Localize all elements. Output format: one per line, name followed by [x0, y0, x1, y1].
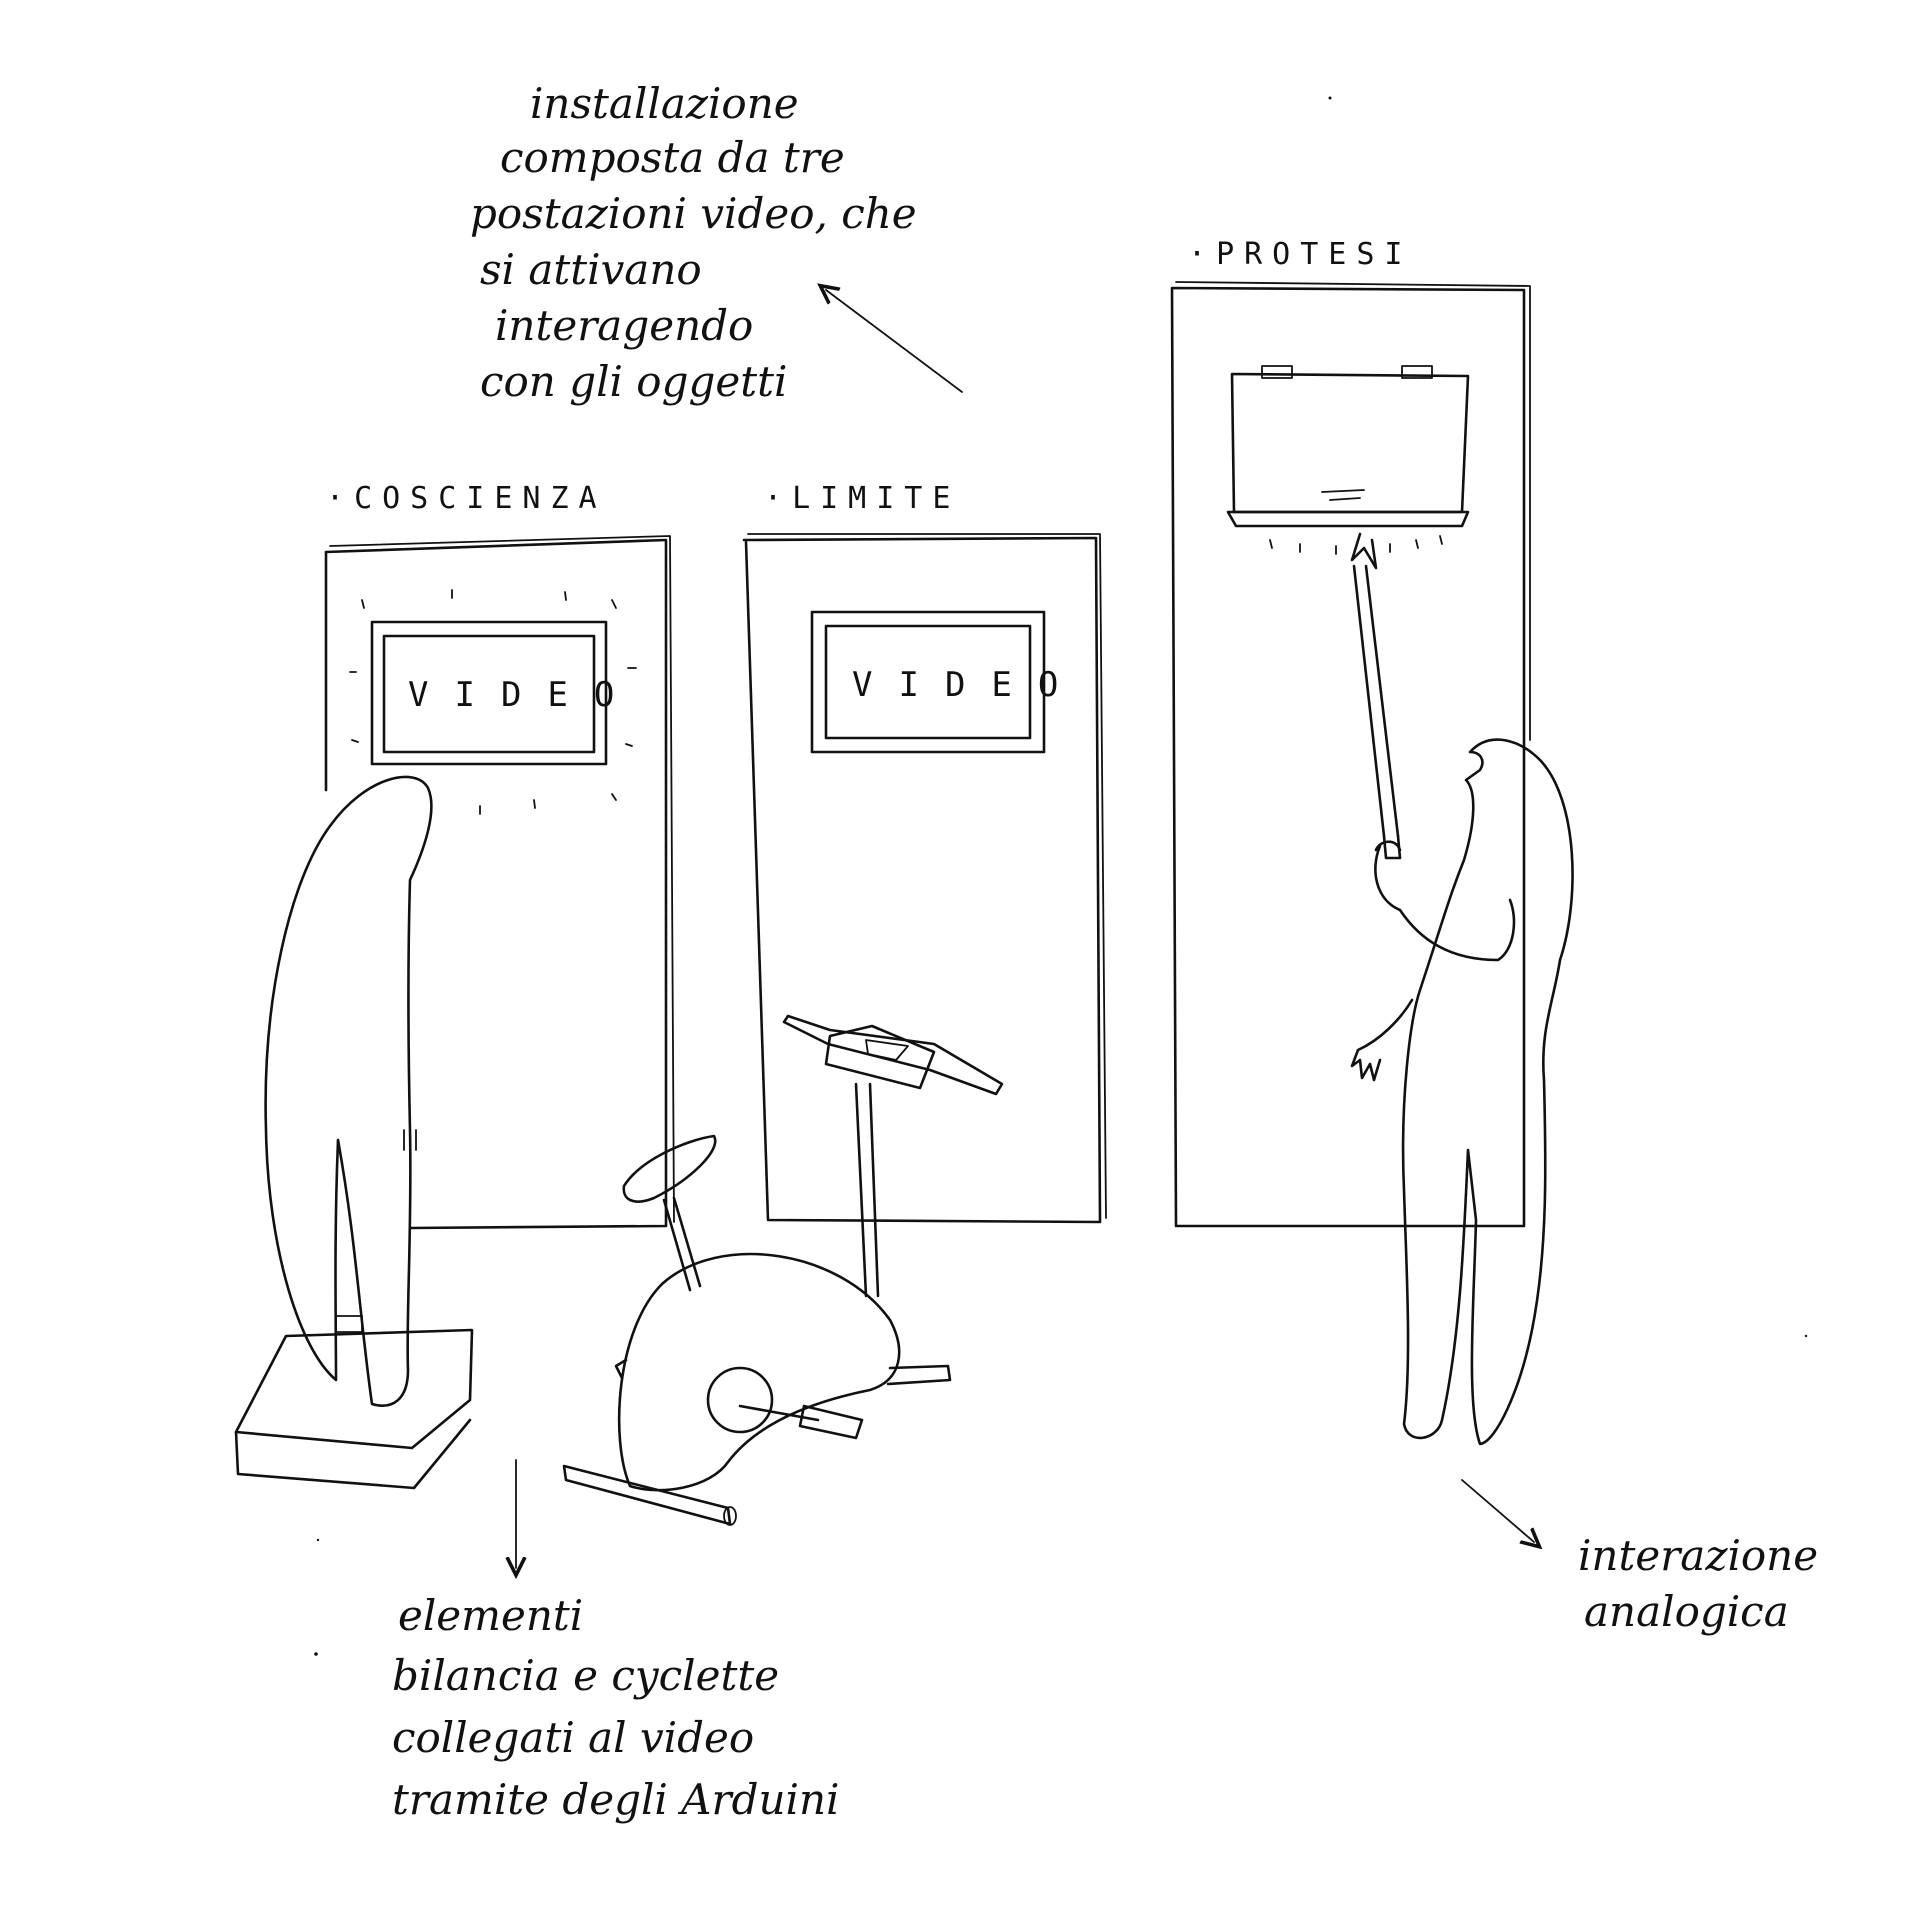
bike-handlebar: [782, 1014, 1004, 1096]
protesi-box-slot: [1321, 489, 1365, 501]
monitor-limite: [810, 610, 1046, 754]
interaction-note-line: interazione: [1578, 1531, 1818, 1580]
scale-top: [234, 1328, 474, 1450]
exercise-bike: [562, 1014, 1004, 1526]
installation-note-line: si attivano: [480, 245, 702, 294]
elements-note-line: tramite degli Arduini: [392, 1775, 839, 1824]
screen-label-limite: VIDEO: [852, 665, 1084, 705]
bike-front-bar-cap: [723, 1506, 737, 1526]
figure-left: [264, 775, 433, 1407]
protesi-claw: [1350, 532, 1378, 570]
paper-specks: [314, 96, 1808, 1656]
monitor-coscienza-screen: [382, 634, 596, 754]
installation-note: installazione composta da tre postazioni…: [470, 79, 917, 406]
panel-limite: [742, 536, 1102, 1224]
elements-note-line: bilancia e cyclette: [392, 1651, 779, 1700]
installation-note-line: postazioni video, che: [470, 189, 917, 238]
elements-note: elementi bilancia e cyclette collegati a…: [392, 1591, 839, 1824]
bike-display: [865, 1039, 909, 1061]
bike-seat-post: [662, 1196, 702, 1292]
monitor-limite-screen: [824, 624, 1032, 740]
installation-note-line: composta da tre: [500, 133, 845, 182]
installation-note-arrow: [826, 290, 963, 393]
installation-note-line: con gli oggetti: [480, 357, 787, 406]
station-protesi: [1170, 281, 1531, 1228]
panel-coscienza-edge: [329, 535, 675, 1223]
station-label-limite: ·LIMITE: [764, 481, 960, 516]
bike-pedal-left: [614, 1358, 628, 1380]
figure-left-body: [264, 775, 433, 1407]
panel-coscienza: [324, 538, 668, 1230]
protesi-hinge: [1401, 365, 1433, 379]
scale-display: [335, 1315, 363, 1333]
installation-note-line: interagendo: [495, 301, 753, 350]
elements-note-line: elementi: [398, 1591, 583, 1640]
scale-side: [234, 1418, 472, 1490]
panel-protesi: [1170, 286, 1526, 1228]
bike-housing: [617, 1252, 901, 1492]
installation-note-line: installazione: [530, 79, 799, 128]
station-coscienza: VIDEO: [324, 535, 675, 1230]
figure-right-arm-lowered: [1350, 998, 1414, 1082]
protesi-glow: [1269, 535, 1443, 555]
station-limite: VIDEO: [742, 533, 1107, 1224]
elements-note-line: collegati al video: [392, 1713, 754, 1762]
bike-stem: [854, 1082, 880, 1298]
station-label-protesi: ·PROTESI: [1188, 237, 1413, 272]
bike-seat: [622, 1134, 717, 1203]
bike-crank: [738, 1404, 820, 1422]
panel-protesi-edge: [1175, 281, 1531, 741]
bike-flywheel: [706, 1366, 774, 1434]
bike-front-bar: [562, 1464, 732, 1526]
protesi-box-base: [1226, 510, 1470, 528]
bike-rear-bar: [886, 1364, 952, 1386]
monitor-coscienza: [370, 620, 608, 766]
screen-glow-coscienza: [349, 589, 637, 815]
station-label-coscienza: ·COSCIENZA: [326, 481, 607, 516]
bike-console: [824, 1024, 936, 1090]
bathroom-scale: [234, 1315, 474, 1490]
interaction-note-arrow: [1461, 1479, 1534, 1542]
figure-right-body: [1401, 738, 1574, 1446]
panel-limite-edge: [747, 533, 1107, 1219]
interaction-note: interazione analogica: [1578, 1531, 1818, 1636]
figure-left-hand: [403, 1129, 417, 1155]
bike-pedal: [798, 1404, 864, 1440]
figure-right-hand-raised: [1374, 840, 1402, 852]
interaction-note-line: analogica: [1584, 1587, 1789, 1636]
protesi-stick: [1352, 564, 1400, 838]
figure-right: [1350, 738, 1574, 1446]
figure-right-arm-raised: [1374, 844, 1516, 962]
screen-label-coscienza: VIDEO: [408, 675, 640, 715]
protesi-hinge: [1261, 365, 1293, 379]
